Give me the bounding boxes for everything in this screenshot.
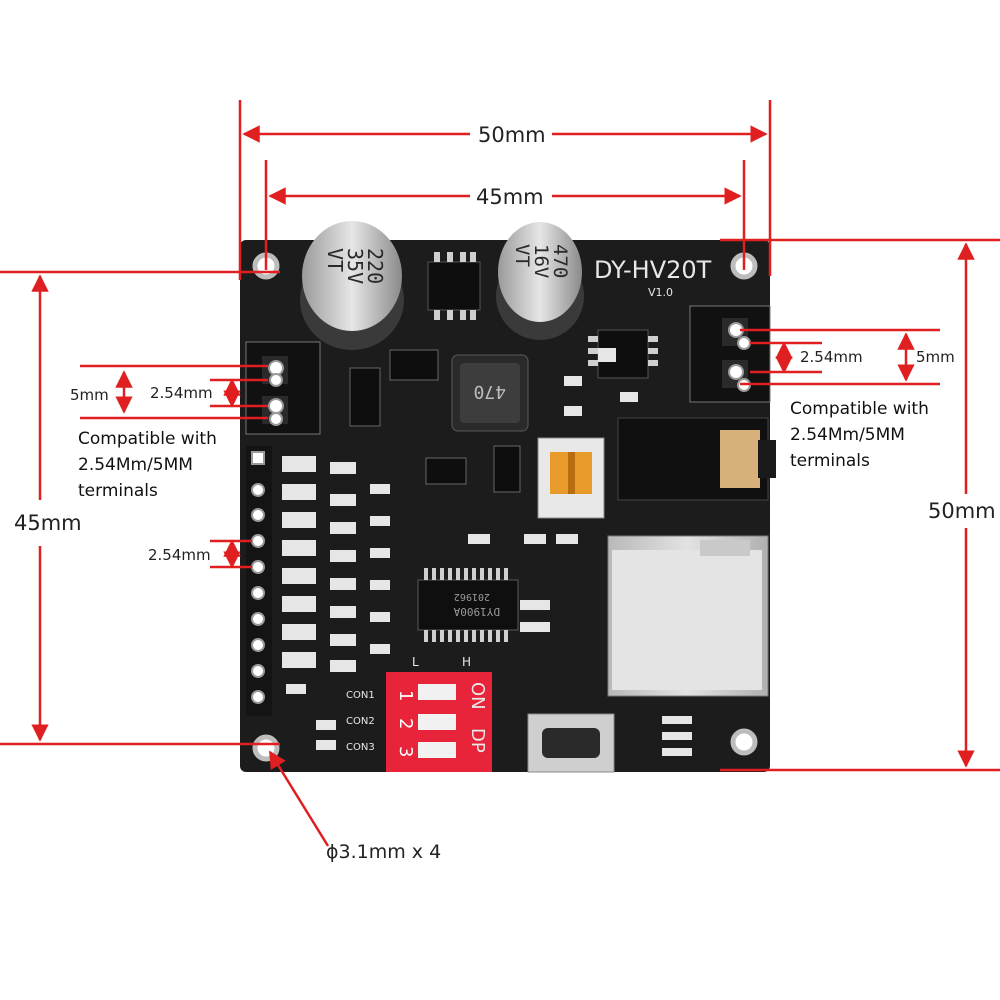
terminal-right xyxy=(689,305,771,403)
right-note-line-2: 2.54Mm/5MM xyxy=(790,425,905,445)
con1-label: CON1 xyxy=(346,690,375,701)
left-pitch-254: 2.54mm xyxy=(150,384,213,402)
mounting-holes xyxy=(252,252,758,762)
header-pitch-254: 2.54mm xyxy=(148,546,211,564)
right-note-line-1: Compatible with xyxy=(790,399,929,419)
left-pitch-5mm: 5mm xyxy=(70,386,109,404)
terminal-left xyxy=(245,341,321,435)
con2-label: CON2 xyxy=(346,716,375,727)
inductor-marking: 470 xyxy=(473,381,506,402)
cap-left-brand: VT xyxy=(323,248,347,272)
pin-header-holes xyxy=(251,451,265,704)
main-chip: DY1900A 201962 xyxy=(417,568,519,642)
left-note-line-1: Compatible with xyxy=(78,429,217,449)
dip-dp-label: DP xyxy=(467,728,488,753)
dim-hole: ϕ3.1mm x 4 xyxy=(326,841,441,863)
dip-on-label: ON xyxy=(467,682,488,710)
right-pitch-254: 2.54mm xyxy=(800,348,863,366)
cap-right-brand: VT xyxy=(511,244,533,267)
micro-usb-port xyxy=(527,713,615,773)
transistor xyxy=(425,457,467,485)
dip-number-3: 3 xyxy=(395,746,416,757)
dim-inner-height: 45mm xyxy=(14,511,82,535)
cap-left-value: 220 xyxy=(363,248,387,284)
regulator-mid xyxy=(389,349,439,381)
potentiometer xyxy=(537,437,605,519)
board-name: DY-HV20T xyxy=(594,256,712,284)
con3-label: CON3 xyxy=(346,742,375,753)
sd-card-slot xyxy=(607,535,769,697)
capacitor-right: 470 16V VT xyxy=(496,222,584,340)
chip-marking-2: 201962 xyxy=(454,591,490,602)
diode-right xyxy=(493,445,521,493)
cap-left-voltage: 35V xyxy=(343,248,367,284)
left-note-line-3: terminals xyxy=(78,481,158,501)
inductor: 470 xyxy=(451,354,529,432)
dip-low-label: L xyxy=(412,655,419,669)
ic-top xyxy=(427,252,481,320)
regulator-left xyxy=(349,367,381,427)
dip-number-1: 1 xyxy=(395,690,416,701)
dim-outer-width: 50mm xyxy=(478,123,546,147)
smd-components xyxy=(282,348,692,756)
cap-right-voltage: 16V xyxy=(530,244,552,278)
right-note-line-3: terminals xyxy=(790,451,870,471)
dip-switch: 1 2 3 ON DP xyxy=(386,672,492,772)
right-pitch-5mm: 5mm xyxy=(916,348,955,366)
audio-jack xyxy=(617,417,776,501)
capacitor-left: 220 35V VT xyxy=(300,221,404,350)
cap-right-value: 470 xyxy=(549,244,571,278)
dim-outer-height: 50mm xyxy=(928,499,996,523)
dip-number-2: 2 xyxy=(395,718,416,729)
dimension-lines xyxy=(0,100,1000,847)
chip-marking: DY1900A xyxy=(453,605,500,618)
board-version: V1.0 xyxy=(648,286,673,299)
left-note-line-2: 2.54Mm/5MM xyxy=(78,455,193,475)
dim-inner-width: 45mm xyxy=(476,185,544,209)
dip-high-label: H xyxy=(462,655,471,669)
